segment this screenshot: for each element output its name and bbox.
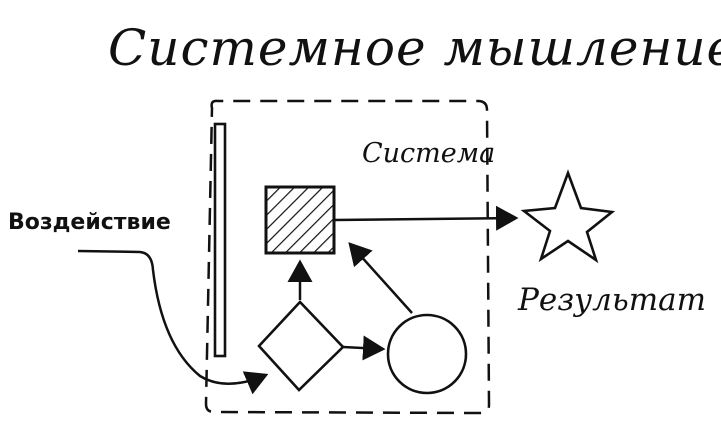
circle-to-square-arrow (348, 242, 413, 314)
system-label: Система (362, 138, 495, 169)
circle-node (386, 313, 468, 395)
diagram-title: Системное мышление (108, 19, 721, 77)
diamond-to-circle-arrow (342, 335, 386, 361)
input-arrow (77, 249, 269, 395)
result-star-icon (520, 169, 616, 264)
input-barrier (213, 122, 227, 358)
diamond-node (257, 300, 345, 392)
square-to-result-arrow (334, 205, 519, 231)
result-label: Результат (517, 282, 706, 318)
system-boundary (204, 99, 491, 415)
hatched-square-node (264, 185, 336, 255)
input-label: Воздействие (8, 210, 171, 235)
